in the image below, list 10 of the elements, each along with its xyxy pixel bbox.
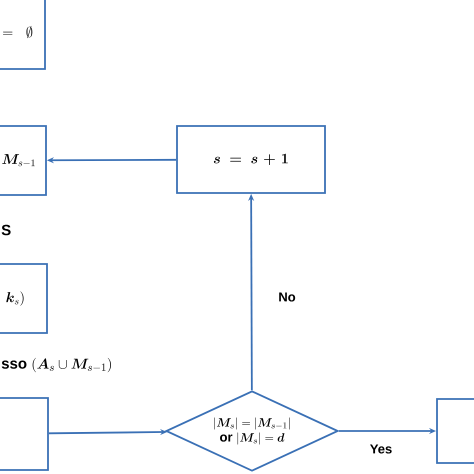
process-box (0, 397, 49, 471)
process-box: $\boldsymbol{k}_{s})$ (0, 263, 48, 334)
process-box: $\boldsymbol{M}_{s-1}$ (0, 125, 47, 196)
edge-label: No (279, 292, 296, 302)
process-box (436, 398, 474, 464)
process-box: $=\emptyset$ (0, 0, 46, 70)
edge-label: Yes (370, 444, 392, 454)
annotation-text: S (2, 224, 11, 236)
annotation-text: $\textbf{sso}\ (\boldsymbol{A}_s\cup\boldsymbol{M}_{s-1})$ (2, 358, 111, 372)
process-box: $\boldsymbol{s=s+1}$ (176, 125, 326, 194)
